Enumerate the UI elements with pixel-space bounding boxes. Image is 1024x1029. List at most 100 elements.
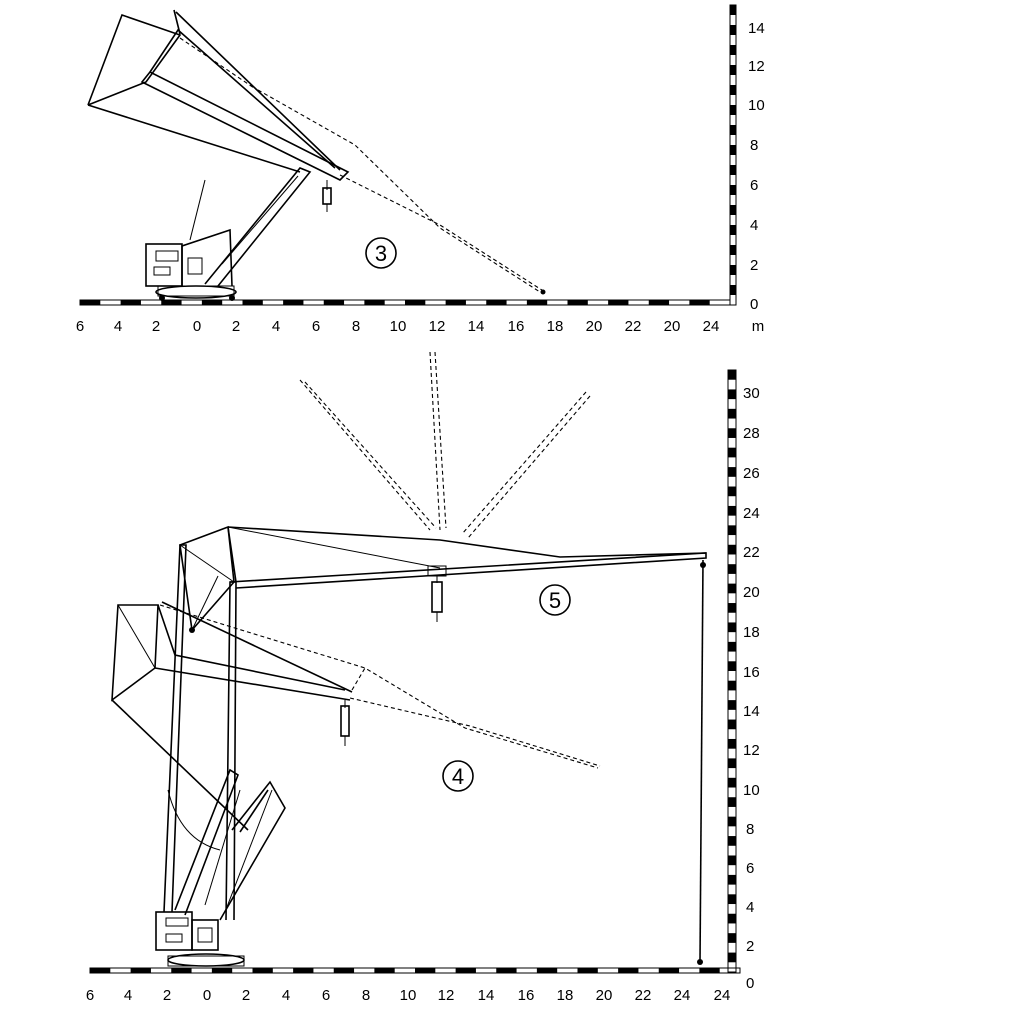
svg-text:3: 3 [375,241,387,266]
bottom-x-tick: 24 [714,987,731,1004]
top-x-tick: 10 [390,318,407,335]
scale-segment [728,428,736,438]
bottom-x-tick: 6 [86,987,94,1004]
top-y-tick-labels: 0 2 4 6 8 10 12 14 [748,20,765,313]
scale-segment [730,125,736,135]
top-unit-label: m [752,318,765,335]
scale-segment [730,25,736,35]
scale-segment [728,486,736,497]
top-x-tick: 4 [114,318,122,335]
top-x-tick: 20 [586,318,603,335]
bottom-y-tick: 0 [746,975,754,992]
top-y-tick: 8 [750,137,758,154]
scale-segment [730,185,736,195]
scale-segment [728,913,736,924]
scale-segment [730,285,736,295]
scale-segment [728,816,736,827]
top-y-tick: 2 [750,257,758,274]
top-x-tick: 6 [76,318,84,335]
top-panel: 6 4 2 0 2 4 6 8 10 12 14 16 18 20 22 20 … [76,4,765,335]
bottom-x-tick: 6 [322,987,330,1004]
scale-segment [730,165,736,175]
scale-segment [252,968,273,973]
scale-segment [405,300,426,305]
scale-segment [728,738,736,749]
bottom-x-tick: 24 [674,987,691,1004]
scale-segment [728,855,736,866]
scale-segment [658,968,680,973]
scale-segment [730,65,736,75]
top-y-tick: 4 [750,217,758,234]
scale-segment [415,968,436,973]
scale-segment [536,968,558,973]
bottom-y-tick: 30 [743,385,760,402]
scale-segment [728,661,736,671]
bottom-x-tick: 2 [163,987,171,1004]
bottom-x-tick: 4 [124,987,132,1004]
scale-segment [728,544,736,555]
top-x-tick: 20 [664,318,681,335]
hook-block [322,187,332,205]
scale-segment [161,300,182,305]
top-ground-scale [79,299,731,306]
scale-segment [728,583,736,594]
scale-segment [728,389,736,400]
scale-segment [80,300,101,305]
bottom-y-tick: 8 [746,821,754,838]
scale-segment [730,265,736,275]
top-height-scale [729,4,737,306]
scale-segment [283,300,304,305]
scale-segment [120,300,141,305]
bottom-y-tick: 24 [743,505,760,522]
scale-segment [730,45,736,55]
scale-segment [728,680,736,691]
bottom-y-tick-labels: 0 2 4 6 8 10 12 14 16 18 20 22 24 26 28 … [743,385,760,992]
bottom-x-tick: 0 [203,987,211,1004]
bottom-x-tick: 2 [242,987,250,1004]
top-y-tick: 10 [748,97,765,114]
scale-segment [618,968,639,973]
scale-segment [201,300,223,305]
scale-segment [730,245,736,255]
scale-segment [728,777,736,788]
bottom-y-tick: 12 [743,742,760,759]
scale-segment [730,225,736,235]
scale-segment [728,700,736,710]
bottom-height-scale [727,369,737,973]
scale-segment [728,622,736,633]
top-x-tick: 24 [703,318,720,335]
scale-segment [728,408,736,419]
top-y-tick: 12 [748,58,765,75]
scale-segment [730,5,736,15]
top-x-tick: 0 [193,318,201,335]
scale-segment [728,467,736,477]
scale-segment [728,525,736,536]
top-x-tick: 6 [312,318,320,335]
top-x-tick-labels: 6 4 2 0 2 4 6 8 10 12 14 16 18 20 22 20 … [76,318,764,335]
scale-segment [364,300,385,305]
scale-segment [455,968,476,973]
scale-segment [293,968,314,973]
bottom-y-tick: 16 [743,664,760,681]
bottom-x-tick-labels: 6 4 2 0 2 4 6 8 10 12 14 16 18 20 22 24 … [86,987,731,1004]
scale-segment [728,564,736,574]
crane-stage-3 [87,9,546,301]
bottom-y-tick: 4 [746,899,754,916]
scale-segment [728,933,736,943]
bottom-x-tick: 22 [635,987,652,1004]
scale-segment [689,300,710,305]
top-x-tick: 22 [625,318,642,335]
bottom-y-tick: 2 [746,938,754,955]
scale-segment [577,968,598,973]
scale-segment [728,836,736,846]
top-x-tick: 2 [152,318,160,335]
bottom-x-tick: 10 [400,987,417,1004]
scale-segment [730,145,736,155]
scale-segment [323,300,345,305]
crane-base [155,911,245,967]
scale-segment [728,505,736,516]
scale-segment [730,105,736,115]
crane-stage-5 [163,351,707,965]
top-x-tick: 14 [468,318,485,335]
